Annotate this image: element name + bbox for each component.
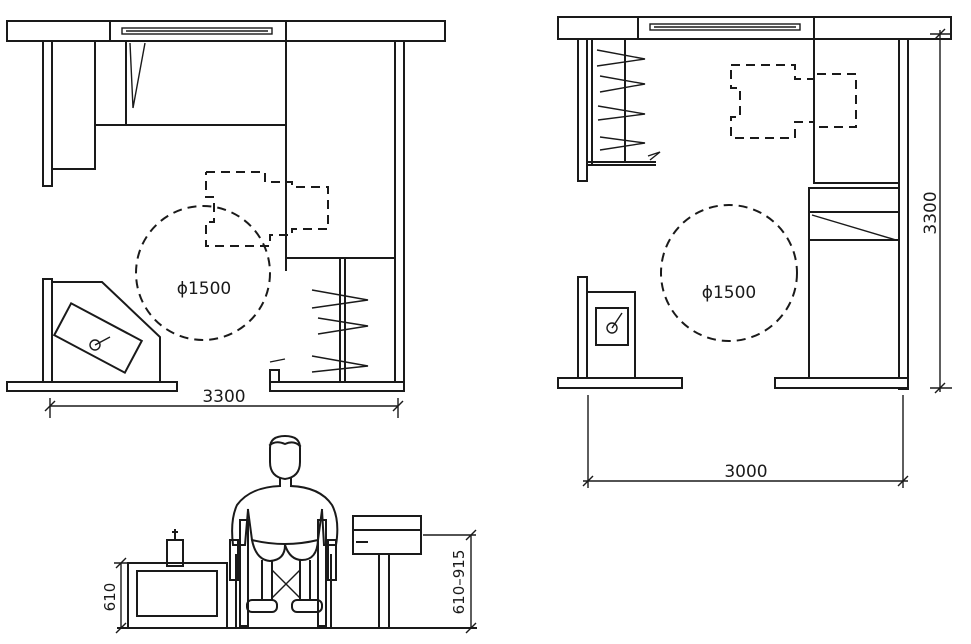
left-window-sill xyxy=(121,27,273,35)
right-width-dimension: 3000 xyxy=(582,395,909,488)
left-width-label: 3300 xyxy=(202,387,245,407)
left-bed xyxy=(94,40,287,126)
low-table xyxy=(127,562,228,629)
left-wall-right xyxy=(394,40,405,391)
right-wheelchair-footprint xyxy=(730,64,857,139)
right-wall-upper xyxy=(577,38,588,182)
wheelchair-user-figure xyxy=(229,434,339,629)
left-bottom-wall-b xyxy=(269,381,405,392)
right-bed xyxy=(808,187,900,382)
table-height-label: 610 xyxy=(101,583,119,612)
left-turning-circle xyxy=(135,205,271,341)
right-bottom-wall-a xyxy=(557,377,683,389)
left-circle-label: ϕ1500 xyxy=(177,279,231,299)
right-wall-right xyxy=(898,38,909,390)
shelf-height-label: 610–915 xyxy=(450,550,468,615)
left-bottom-wall-a xyxy=(6,381,178,392)
left-wall-upper xyxy=(42,40,53,187)
right-wall-lower xyxy=(577,276,588,379)
right-depth-dimension: 3300 xyxy=(921,28,952,394)
right-turning-circle xyxy=(660,204,798,342)
left-wall-lower xyxy=(42,278,53,383)
right-bottom-wall-b xyxy=(774,377,909,389)
right-floor-plan: ϕ1500 3000 3300 xyxy=(557,16,952,488)
right-width-label: 3000 xyxy=(724,462,767,482)
right-window xyxy=(637,16,815,40)
left-width-dimension: 3300 xyxy=(44,387,404,418)
table-height-dimension: 610 xyxy=(101,557,132,634)
left-wardrobe xyxy=(51,40,96,170)
left-floor-plan: ϕ1500 3300 xyxy=(6,20,446,418)
wall-shelf xyxy=(352,515,422,629)
right-circle-label: ϕ1500 xyxy=(702,283,756,303)
right-depth-label: 3300 xyxy=(921,191,941,234)
elevation-view: 610 xyxy=(101,434,477,634)
shelf-height-dimension: 610–915 xyxy=(423,529,477,634)
